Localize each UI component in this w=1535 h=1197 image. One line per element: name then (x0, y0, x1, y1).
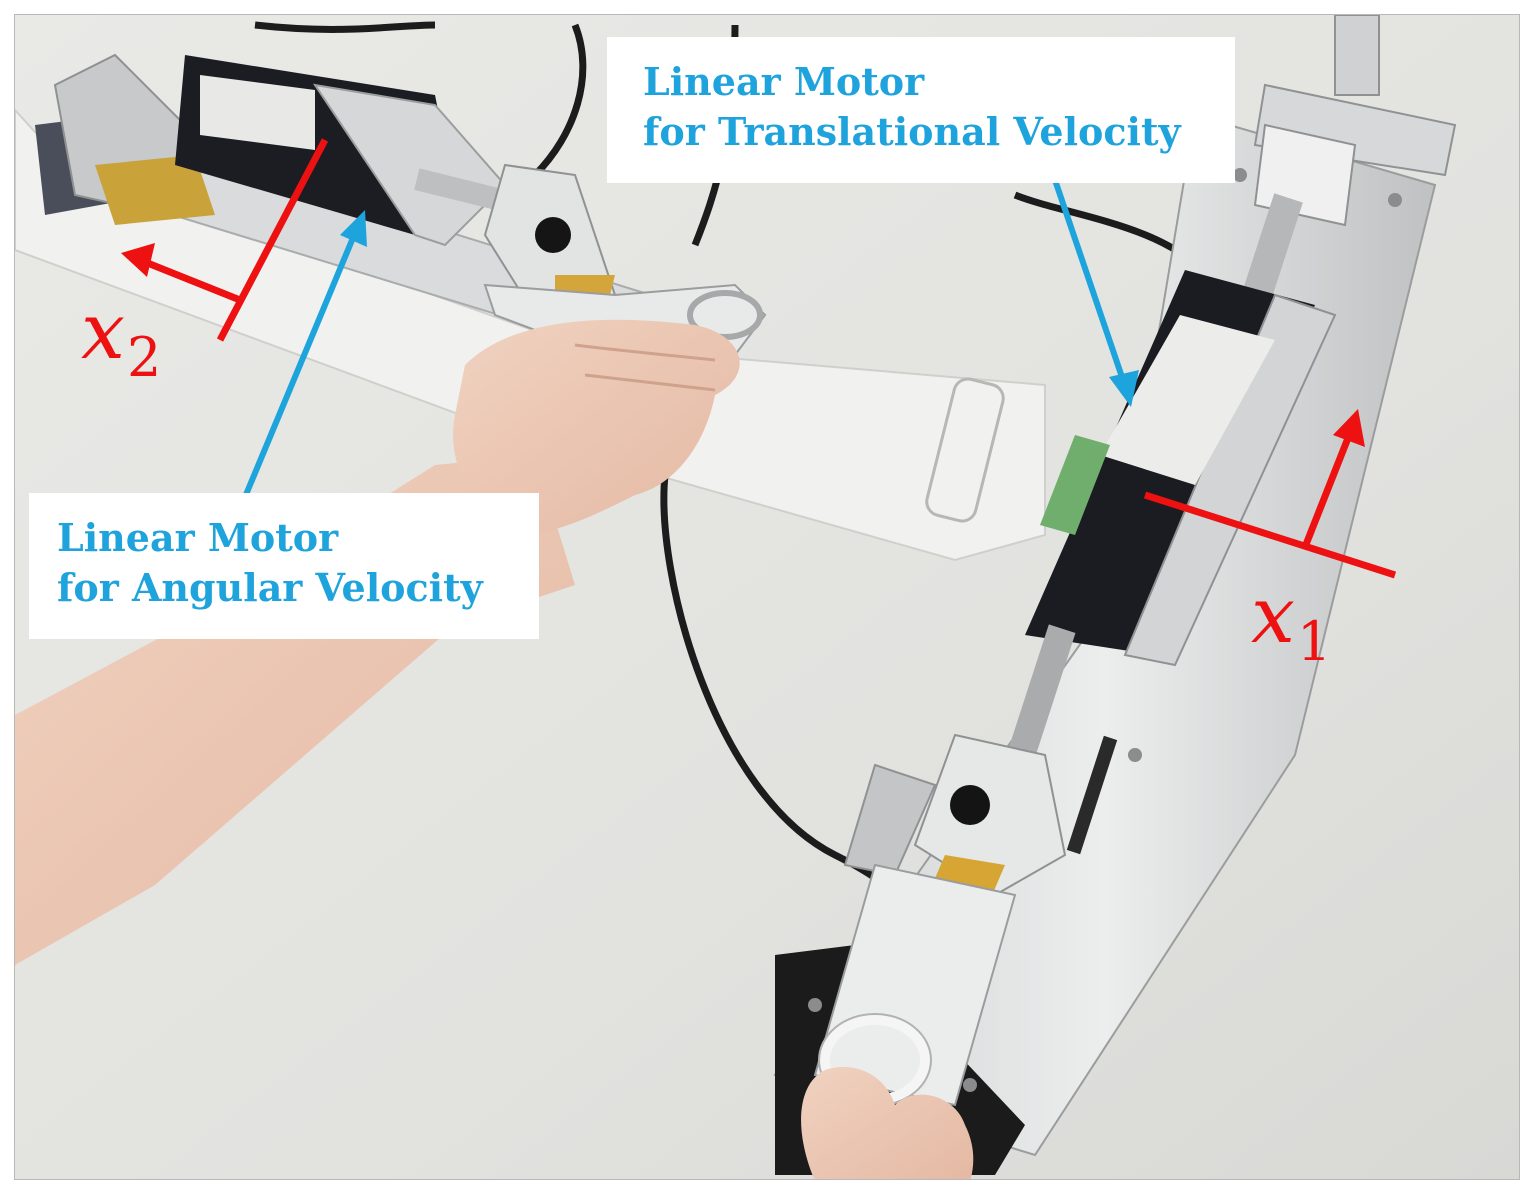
left-motor-tail (312, 83, 507, 247)
cable-left (254, 21, 436, 33)
right-hand (801, 1066, 974, 1179)
right-carriage (913, 733, 1067, 897)
translational-callout-arrow (1052, 179, 1126, 381)
right-green-pcb (1040, 435, 1110, 535)
x2-arrow-head (121, 243, 155, 277)
axis-x1-subscript: 1 (1297, 610, 1332, 673)
right-lead-screw (1002, 624, 1076, 776)
label-translational-line2: for Translational Velocity (643, 109, 1181, 154)
left-motor-label (200, 75, 315, 150)
left-gold-block (95, 155, 215, 225)
left-hand (453, 319, 740, 535)
finger-lines (574, 343, 716, 392)
cable-mid (532, 23, 587, 178)
angular-callout-arrow (242, 231, 358, 499)
label-angular-line2: for Angular Velocity (57, 565, 483, 610)
axis-label-x1: x1 (1251, 577, 1331, 673)
right-knob (950, 785, 990, 825)
axis-x2-symbol: x (81, 287, 125, 377)
right-motor-side (1123, 293, 1337, 667)
photo-frame: Linear Motor for Translational Velocity … (14, 14, 1520, 1180)
axis-label-x2: x2 (81, 293, 161, 389)
axis-x1-symbol: x (1251, 571, 1295, 661)
right-rod-lower (1066, 735, 1118, 855)
axis-x2-subscript: 2 (127, 326, 162, 389)
x2-axis-marker (138, 138, 329, 342)
right-motor-label (1100, 315, 1275, 485)
plate-slot (925, 377, 1005, 523)
label-angular-velocity: Linear Motor for Angular Velocity (29, 493, 539, 639)
x1-axis-marker (1143, 431, 1397, 579)
left-knob (535, 217, 571, 253)
x1-arrow-head (1333, 409, 1365, 447)
right-handle-plate (813, 863, 1017, 1107)
left-handle-ring (687, 290, 763, 340)
label-translational-line1: Linear Motor (643, 59, 925, 104)
label-translational-velocity: Linear Motor for Translational Velocity (607, 37, 1235, 183)
right-top-rod (1237, 193, 1303, 317)
angular-arrow-head (340, 210, 367, 247)
translational-arrow-head (1109, 370, 1139, 407)
label-angular-line1: Linear Motor (57, 515, 339, 560)
right-top-post (1334, 15, 1380, 96)
lab-setup-photo (15, 15, 1519, 1179)
